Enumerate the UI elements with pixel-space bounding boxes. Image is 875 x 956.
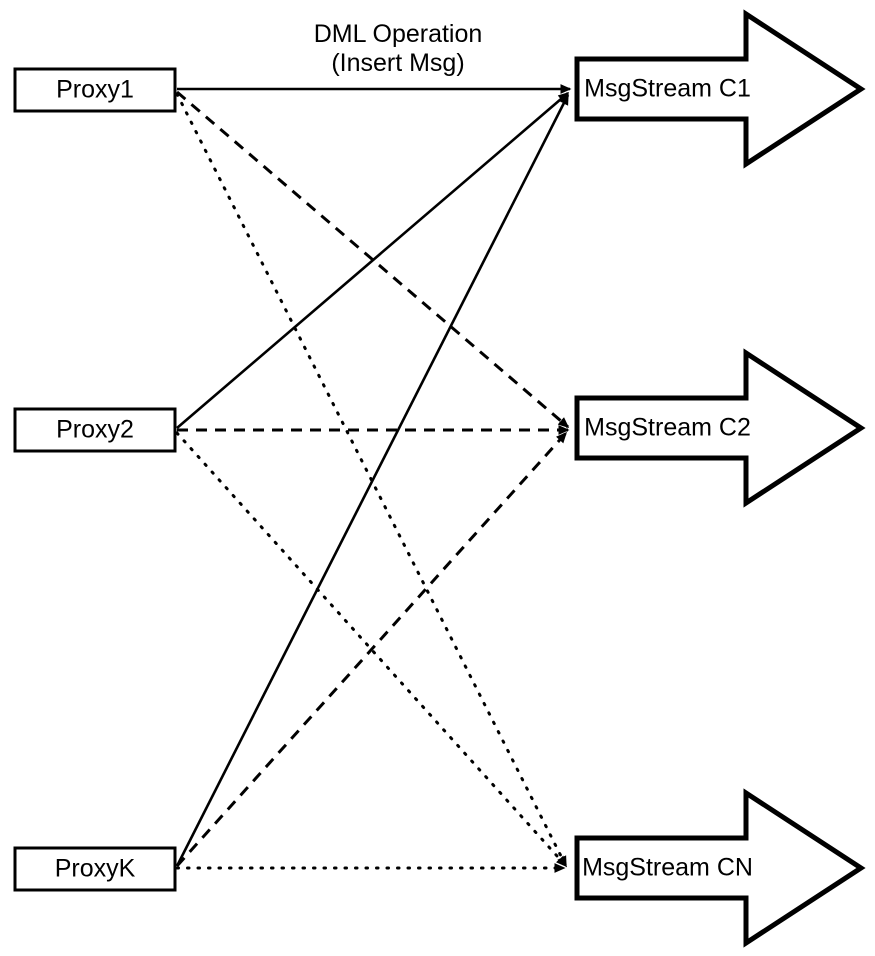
proxy-label-proxy2: Proxy2 [56,416,134,444]
edge-label-group: DML Operation (Insert Msg) [314,20,483,77]
msgstream-node-c2[interactable]: MsgStream C2 [574,348,866,508]
msgstream-label-c2: MsgStream C2 [584,414,751,442]
proxy-node-proxy1[interactable]: Proxy1 [13,67,177,113]
msgstream-label-cn: MsgStream CN [582,854,753,882]
msgstream-arrow-shape-cn [574,788,866,948]
proxy-label-proxyK: ProxyK [55,855,136,883]
msgstream-label-c1: MsgStream C1 [584,75,751,103]
proxy-box-shape-proxyK [13,846,177,892]
link-proxyK-to-c2 [175,431,568,868]
proxy-node-proxy2[interactable]: Proxy2 [13,407,177,453]
msgstream-nodes: MsgStream C1 MsgStream C2 MsgStream CN [574,9,866,948]
link-proxyK-to-c1 [175,93,570,867]
msgstream-arrow-shape-c1 [574,9,866,169]
connector-links [175,84,572,873]
link-proxy2-to-cn [175,431,568,868]
edge-label-line-2: (Insert Msg) [331,49,464,77]
link-proxy2-to-c1 [176,92,570,429]
proxy-label-proxy1: Proxy1 [56,76,134,104]
msgstream-node-cn[interactable]: MsgStream CN [574,788,866,948]
edge-label-line-1: DML Operation [314,20,483,48]
proxy-box-shape-proxy2 [13,407,177,453]
proxy-node-proxyK[interactable]: ProxyK [13,846,177,892]
proxy-box-shape-proxy1 [13,67,177,113]
msgstream-node-c1[interactable]: MsgStream C1 [574,9,866,169]
msgstream-arrow-shape-c2 [574,348,866,508]
